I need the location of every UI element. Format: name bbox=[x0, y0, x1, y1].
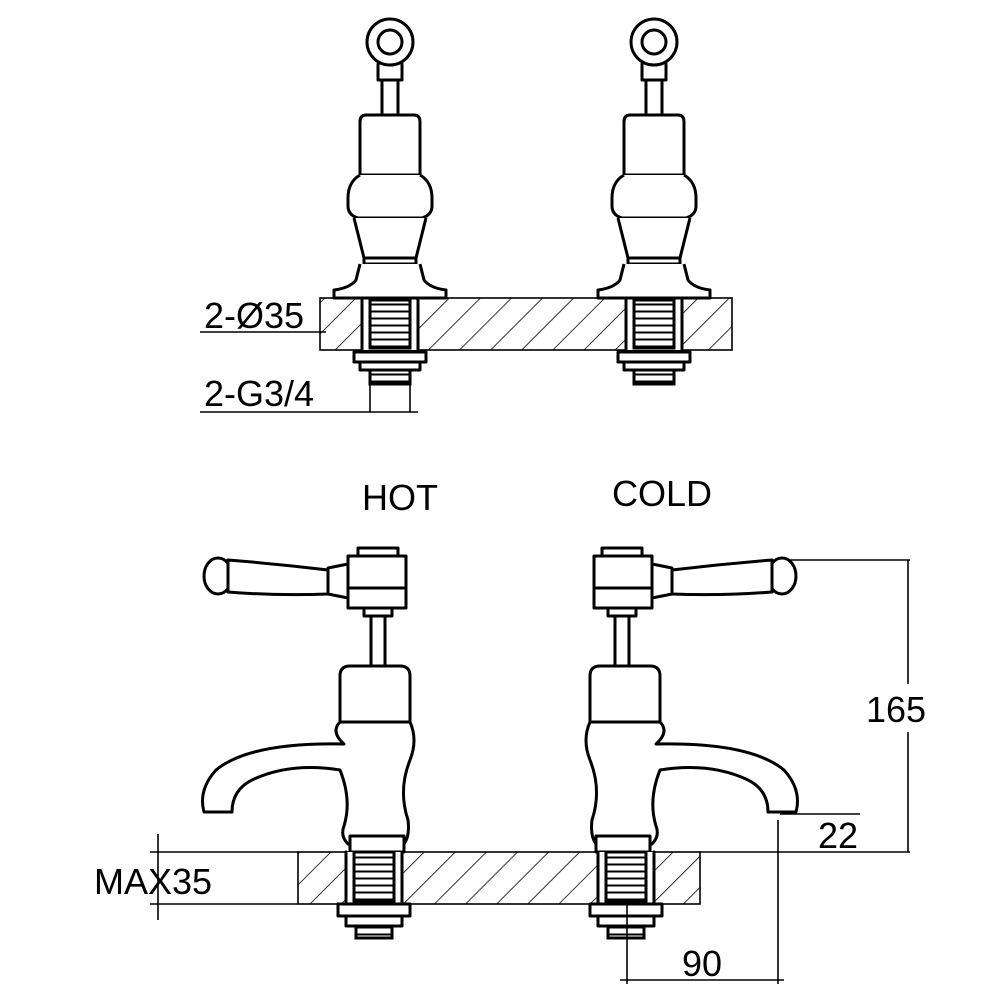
reach-dimension: 90 bbox=[620, 820, 784, 984]
deck-thickness-dimension: MAX35 bbox=[94, 834, 298, 920]
spout-clearance-label: 22 bbox=[818, 815, 858, 856]
height-dimension: 165 bbox=[700, 559, 936, 853]
max-deck-label: MAX35 bbox=[94, 861, 212, 902]
cold-label: COLD bbox=[612, 473, 712, 514]
top-view: 2-Ø35 2-G3/4 bbox=[200, 17, 733, 414]
front-view: HOT COLD bbox=[94, 473, 936, 984]
spout-clearance-dimension: 22 bbox=[780, 813, 860, 856]
reach-label: 90 bbox=[682, 943, 722, 984]
cold-tap-front bbox=[584, 546, 799, 940]
hot-label: HOT bbox=[362, 477, 438, 518]
hot-tap-front bbox=[201, 546, 416, 940]
thread-size-label: 2-G3/4 bbox=[204, 373, 314, 414]
height-label: 165 bbox=[866, 689, 926, 730]
hole-diameter-label: 2-Ø35 bbox=[204, 295, 304, 336]
